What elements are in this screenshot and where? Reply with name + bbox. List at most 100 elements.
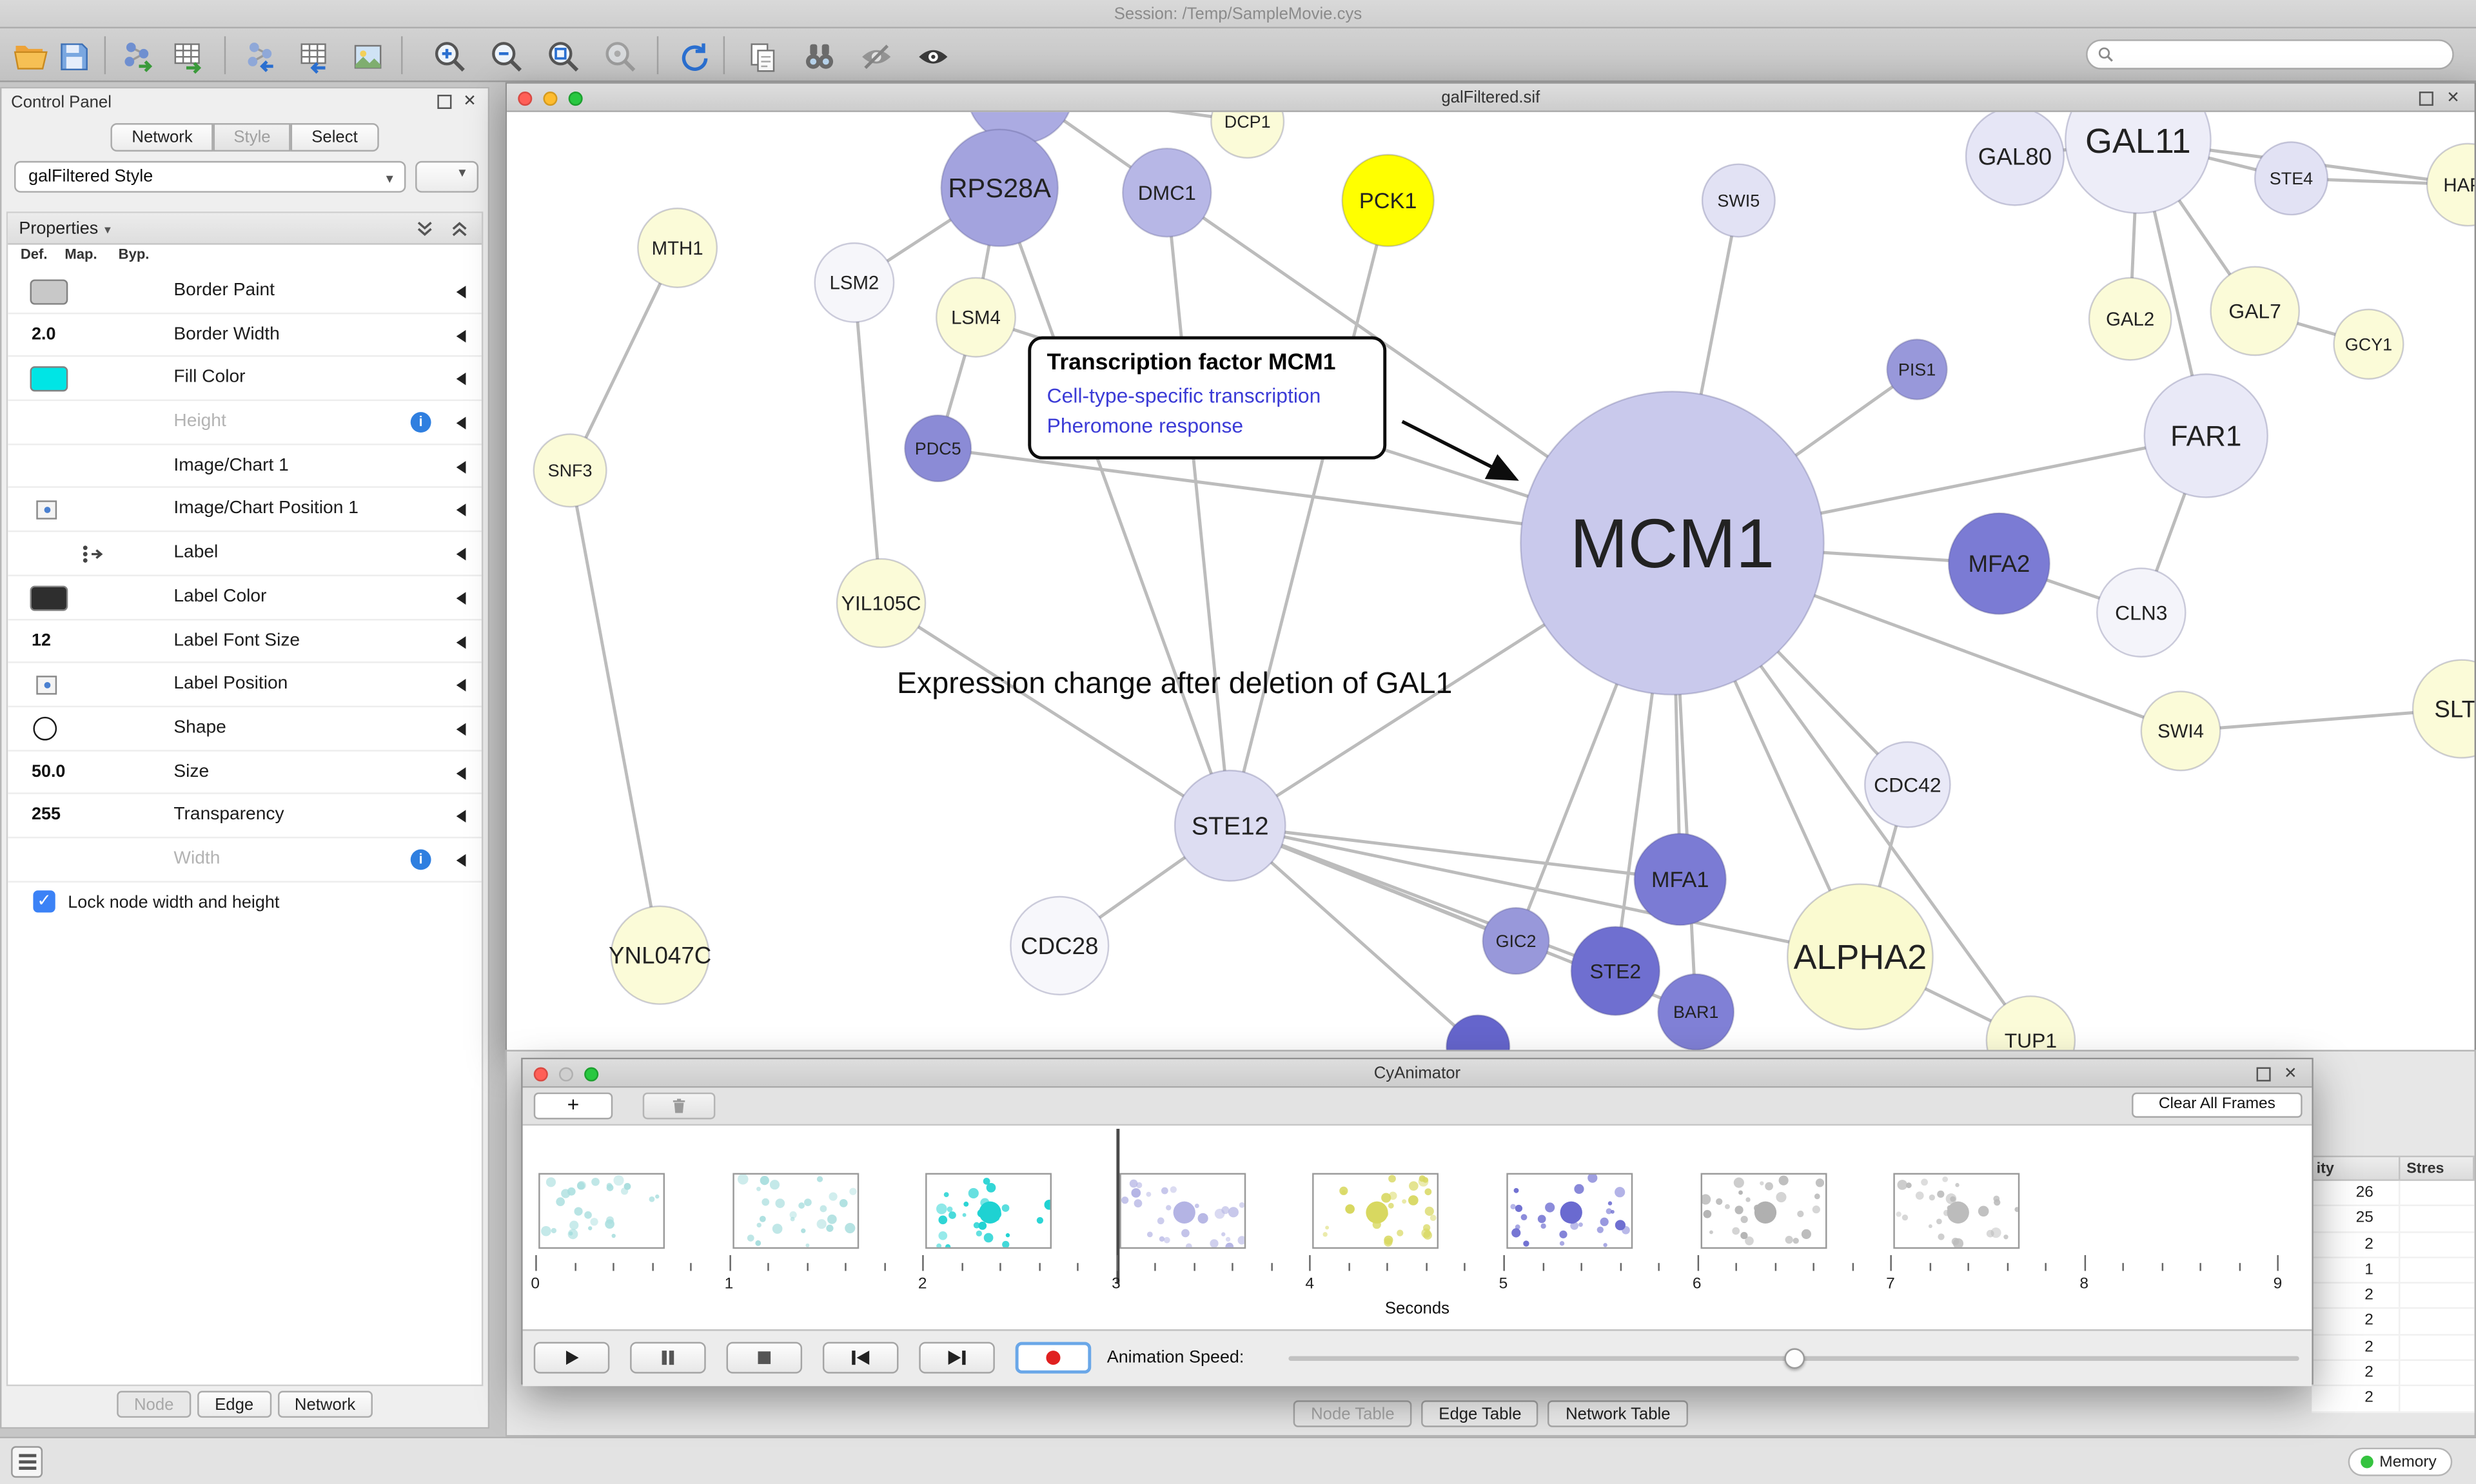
export-network-icon[interactable] — [240, 36, 281, 75]
table-row[interactable]: 26 — [2312, 1180, 2475, 1207]
network-node[interactable] — [1174, 769, 1286, 882]
show-details-icon[interactable] — [913, 36, 954, 75]
frame-thumbnail[interactable] — [732, 1173, 859, 1249]
property-row[interactable]: Fill Color — [8, 357, 482, 402]
zoom-in-icon[interactable] — [429, 36, 471, 75]
table-row[interactable]: 2 — [2312, 1387, 2475, 1413]
float-panel-icon[interactable] — [437, 94, 452, 109]
record-button[interactable] — [1015, 1342, 1092, 1374]
expand-row-icon[interactable] — [456, 723, 466, 736]
default-value-swatch[interactable] — [30, 367, 68, 393]
network-window-titlebar[interactable]: galFiltered.sif ✕ — [507, 83, 2475, 112]
zoom-window-icon[interactable] — [568, 90, 583, 105]
table-row[interactable]: 2 — [2312, 1335, 2475, 1362]
tab-node[interactable]: Node — [117, 1391, 192, 1418]
network-node[interactable] — [1787, 883, 1934, 1030]
tab-node-table[interactable]: Node Table — [1293, 1400, 1412, 1427]
frame-thumbnail[interactable] — [1893, 1173, 2020, 1249]
skip-to-start-button[interactable] — [822, 1342, 899, 1374]
close-view-icon[interactable]: ✕ — [2446, 90, 2460, 108]
table-col-ity[interactable]: ity — [2312, 1157, 2401, 1180]
network-node[interactable] — [2426, 142, 2475, 227]
expand-row-icon[interactable] — [456, 810, 466, 823]
open-session-icon[interactable] — [10, 36, 51, 75]
network-edge[interactable] — [997, 187, 1232, 826]
network-node[interactable] — [2210, 266, 2300, 356]
property-row[interactable]: Image/Chart 1 — [8, 445, 482, 489]
default-value[interactable]: 255 — [31, 805, 61, 825]
expand-row-icon[interactable] — [456, 679, 466, 692]
position-icon[interactable] — [36, 676, 57, 696]
network-node[interactable] — [637, 208, 718, 288]
network-node[interactable] — [1864, 741, 1951, 828]
task-history-icon[interactable] — [11, 1446, 43, 1478]
table-row[interactable]: 2 — [2312, 1284, 2475, 1310]
network-edge[interactable] — [1230, 824, 1681, 881]
network-edge[interactable] — [1165, 192, 1232, 826]
float-window-icon[interactable] — [2256, 1067, 2271, 1082]
save-session-icon[interactable] — [54, 36, 95, 75]
search-input[interactable] — [2120, 44, 2453, 65]
network-node[interactable] — [1886, 338, 1948, 400]
network-node[interactable] — [1341, 153, 1435, 248]
network-edge[interactable] — [1230, 824, 1861, 959]
close-window-icon[interactable] — [518, 90, 533, 105]
network-node[interactable] — [2140, 690, 2221, 772]
network-node[interactable] — [2088, 277, 2172, 361]
passthrough-mapping-icon[interactable] — [81, 543, 106, 565]
tab-network-table[interactable]: Network Table — [1548, 1400, 1688, 1427]
close-window-icon[interactable] — [533, 1066, 548, 1081]
slider-thumb[interactable] — [1783, 1348, 1805, 1369]
frame-thumbnail[interactable] — [925, 1173, 1055, 1250]
info-icon[interactable]: i — [410, 412, 431, 433]
default-value-swatch[interactable] — [30, 279, 68, 305]
network-edge[interactable] — [1229, 824, 1479, 1048]
network-node[interactable] — [1657, 973, 1735, 1050]
annotation-arrow[interactable] — [1401, 420, 1519, 481]
import-network-file-icon[interactable] — [117, 36, 158, 75]
playhead[interactable] — [1116, 1129, 1119, 1284]
network-node[interactable] — [1122, 147, 1212, 238]
frame-thumbnail[interactable] — [1313, 1173, 1439, 1249]
search-network-icon[interactable] — [799, 36, 840, 75]
properties-header[interactable]: Properties▾ — [8, 213, 482, 245]
info-icon[interactable]: i — [410, 849, 431, 870]
cyanimator-titlebar[interactable]: CyAnimator ✕ — [522, 1059, 2312, 1088]
default-value-swatch[interactable] — [30, 585, 68, 611]
expand-row-icon[interactable] — [456, 286, 466, 298]
network-node[interactable] — [2143, 373, 2268, 498]
network-edge[interactable] — [568, 470, 662, 956]
global-search[interactable] — [2086, 39, 2454, 70]
expand-row-icon[interactable] — [456, 416, 466, 430]
tab-edge-table[interactable]: Edge Table — [1421, 1400, 1539, 1427]
ellipse-shape-icon[interactable] — [33, 716, 57, 741]
network-node[interactable] — [1210, 112, 1285, 159]
minimize-window-icon[interactable] — [558, 1066, 573, 1081]
tab-network-style[interactable]: Network — [277, 1391, 373, 1418]
table-row[interactable]: 2 — [2312, 1232, 2475, 1258]
copy-icon[interactable] — [742, 36, 783, 75]
property-row[interactable]: Image/Chart Position 1 — [8, 489, 482, 532]
float-window-icon[interactable] — [2419, 92, 2433, 106]
delete-frame-button[interactable] — [642, 1092, 716, 1120]
style-dropdown[interactable]: galFiltered Style ▾ — [14, 161, 406, 193]
lock-size-checkbox[interactable]: ✓ — [33, 890, 55, 913]
default-value[interactable]: 2.0 — [31, 324, 56, 344]
network-node[interactable] — [1701, 163, 1776, 238]
tab-network[interactable]: Network — [111, 123, 213, 152]
network-node[interactable] — [836, 558, 927, 649]
network-edge[interactable] — [1228, 200, 1390, 826]
expand-row-icon[interactable] — [456, 854, 466, 867]
pause-button[interactable] — [630, 1342, 706, 1374]
network-node[interactable] — [1985, 995, 2076, 1050]
network-node[interactable] — [533, 433, 607, 508]
property-row[interactable]: Shape — [8, 707, 482, 751]
expand-row-icon[interactable] — [456, 635, 466, 649]
hide-details-icon[interactable] — [856, 36, 897, 75]
table-row[interactable]: 25 — [2312, 1206, 2475, 1233]
